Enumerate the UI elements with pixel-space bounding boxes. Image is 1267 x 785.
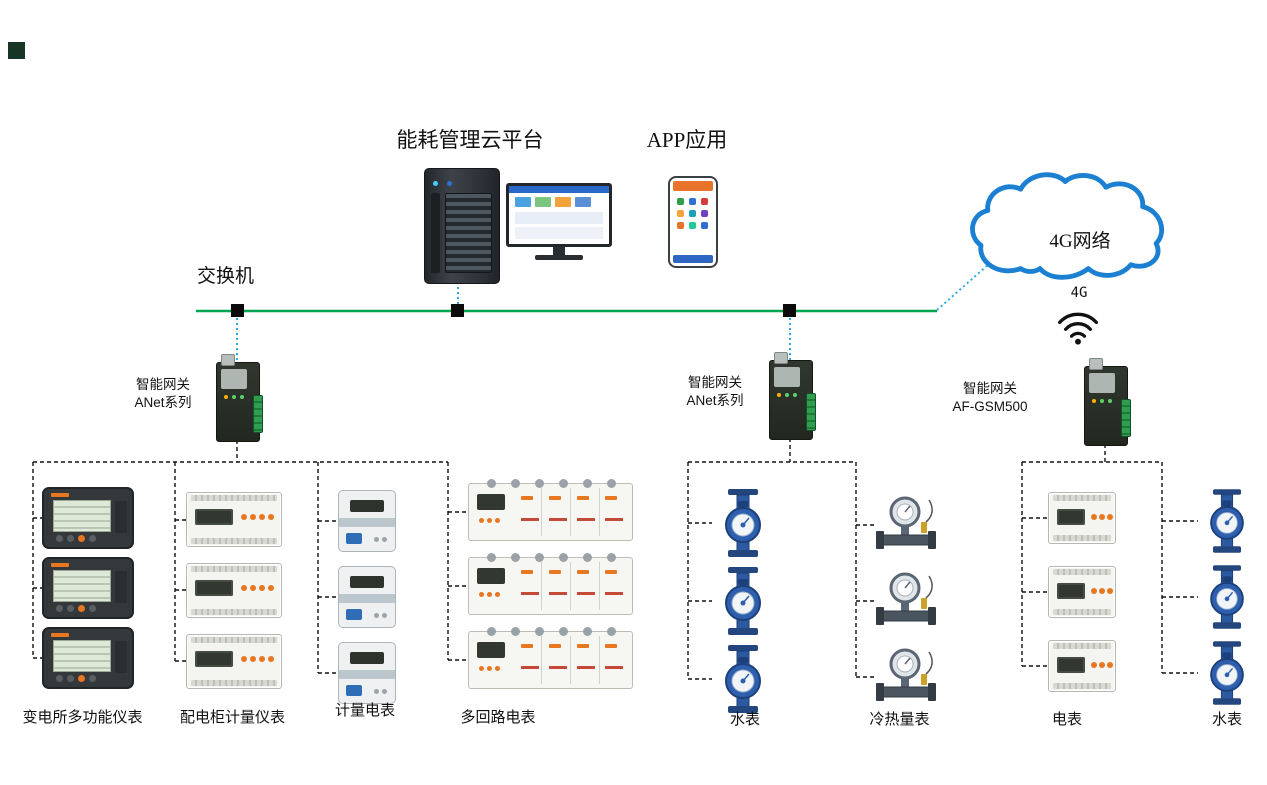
electric-meter [1048, 566, 1116, 618]
dashboard-tiles [515, 197, 531, 207]
group-label-din: 配电柜计量仪表 [179, 710, 285, 726]
group-small-meters [338, 490, 396, 704]
phone-app-grid [677, 198, 684, 205]
group-label-metering: 计量电表 [334, 703, 395, 719]
multifunction-meter [42, 627, 134, 689]
gateway-antenna [221, 354, 235, 366]
group-multi-circuit-meters [468, 479, 633, 689]
cloud-icon [970, 172, 1164, 280]
group-label-electric: 电表 [1051, 712, 1082, 728]
heat-cooling-meter [876, 496, 936, 549]
electric-meter [1048, 492, 1116, 544]
gateway-leds [224, 395, 228, 399]
phone-app-footer [673, 255, 713, 263]
metering-meter [338, 566, 396, 628]
dashboard-header-bar [509, 186, 609, 193]
monitor-base [535, 255, 583, 260]
water-meter [725, 567, 761, 635]
group-multifunction-meters [42, 487, 134, 689]
platform-title: 能耗管理云平台 [396, 128, 544, 152]
group-din-meters [186, 492, 282, 689]
blue-dotted-links [236, 263, 990, 362]
heat-cooling-meter [876, 572, 936, 625]
dashboard-panels [515, 212, 603, 224]
multi-circuit-meter [468, 479, 633, 541]
server-tower [424, 168, 500, 284]
din-rail-meter [186, 634, 282, 689]
ethernet-nodes [231, 304, 796, 317]
server-led [433, 181, 438, 186]
multifunction-meter [42, 557, 134, 619]
g4-label: 4G [1070, 285, 1088, 301]
gateway3-label-line1: 智能网关 [963, 381, 1017, 396]
gateway1-label: 智能网关 ANet系列 [118, 376, 208, 412]
gateway-panel [774, 367, 800, 387]
monitor-screen [506, 183, 612, 247]
heat-cooling-meter [876, 648, 936, 701]
gateway3-label: 智能网关 AF-GSM500 [936, 380, 1044, 416]
smartphone [668, 176, 718, 268]
gateway3-label-line2: AF-GSM500 [952, 399, 1028, 414]
gateway-gsm500 [1084, 358, 1131, 446]
desktop-monitor [506, 183, 612, 263]
gateway1-label-line1: 智能网关 [136, 377, 190, 392]
multi-circuit-meter [468, 627, 633, 689]
gateway-panel [1089, 373, 1115, 393]
gateway2-label: 智能网关 ANet系列 [670, 374, 760, 410]
group-label-water: 水表 [729, 712, 760, 728]
wifi-icon [1058, 312, 1098, 345]
gateway-anet-1 [216, 354, 263, 442]
water-meter [1210, 565, 1244, 629]
gateway-terminal-block [806, 393, 816, 431]
group-label-multifunction: 变电所多功能仪表 [22, 710, 143, 726]
server-side-panel [431, 193, 440, 273]
group-label-heat: 冷热量表 [869, 712, 930, 728]
phone-app-header [673, 181, 713, 191]
group-label-multicircuit: 多回路电表 [460, 710, 536, 726]
multifunction-meter [42, 487, 134, 549]
group-water-meters [712, 487, 774, 715]
gateway1-label-line2: ANet系列 [134, 395, 192, 410]
metering-meter [338, 642, 396, 704]
water-meter [725, 645, 761, 713]
group-label-water-right: 水表 [1211, 712, 1242, 728]
gateway-terminal-block [253, 395, 263, 433]
gateway-antenna [774, 352, 788, 364]
cloud-label: 4G网络 [1049, 231, 1111, 252]
switch-label: 交换机 [197, 266, 255, 287]
group-heat-meters [876, 492, 936, 710]
monitor-neck [553, 247, 565, 255]
gateway2-label-line1: 智能网关 [688, 375, 742, 390]
gateway-anet-2 [769, 352, 816, 440]
gateway-terminal-block [1121, 399, 1131, 437]
water-meter [1210, 641, 1244, 705]
electric-meter [1048, 640, 1116, 692]
gateway2-label-line2: ANet系列 [686, 393, 744, 408]
gateway-antenna [1089, 358, 1103, 370]
din-rail-meter [186, 563, 282, 618]
metering-meter [338, 490, 396, 552]
group-electric-meters [1048, 492, 1116, 692]
app-title: APP应用 [646, 128, 728, 152]
gateway-leds [1092, 399, 1096, 403]
water-meter [1210, 489, 1244, 553]
server-rack-slots [445, 193, 492, 273]
gateway-panel [221, 369, 247, 389]
corner-decor-square [8, 42, 25, 59]
gateway-leds [777, 393, 781, 397]
multi-circuit-meter [468, 553, 633, 615]
din-rail-meter [186, 492, 282, 547]
water-meter [725, 489, 761, 557]
group-water-meters-right [1198, 487, 1256, 707]
